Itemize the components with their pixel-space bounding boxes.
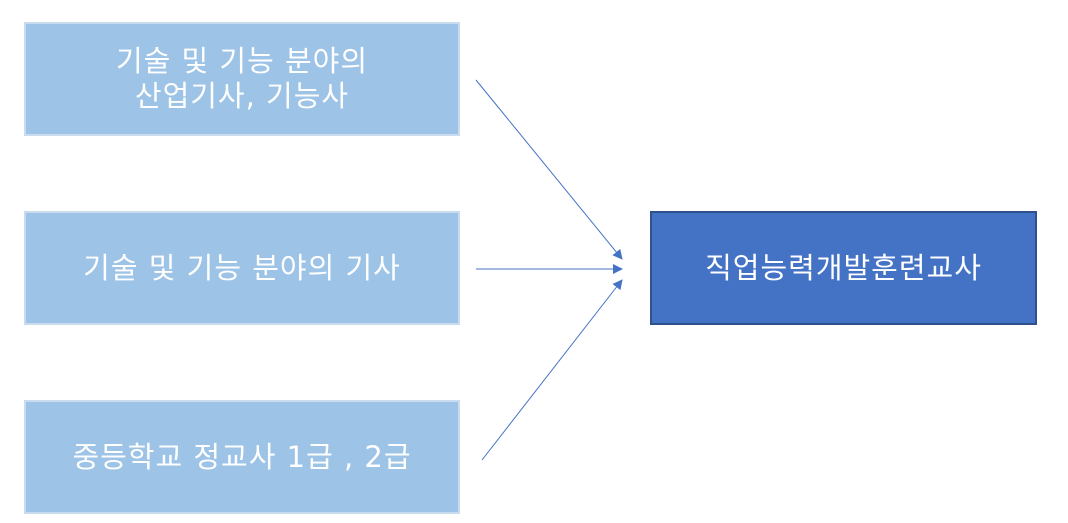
source-box-engineer: 기술 및 기능 분야의 기사 <box>24 211 460 325</box>
target-box-label: 직업능력개발훈련교사 <box>705 250 982 285</box>
source-box-industrial-engineer: 기술 및 기능 분야의 산업기사, 기능사 <box>24 22 460 136</box>
source-box-label: 중등학교 정교사 1급 , 2급 <box>72 439 412 474</box>
source-box-secondary-teacher: 중등학교 정교사 1급 , 2급 <box>24 400 460 514</box>
arrow-from-box-3 <box>481 279 623 461</box>
target-box-vocational-trainer: 직업능력개발훈련교사 <box>650 211 1037 325</box>
source-box-label: 기술 및 기능 분야의 산업기사, 기능사 <box>115 44 369 113</box>
source-box-label: 기술 및 기능 분야의 기사 <box>83 250 401 285</box>
arrow-from-box-1 <box>475 79 623 260</box>
